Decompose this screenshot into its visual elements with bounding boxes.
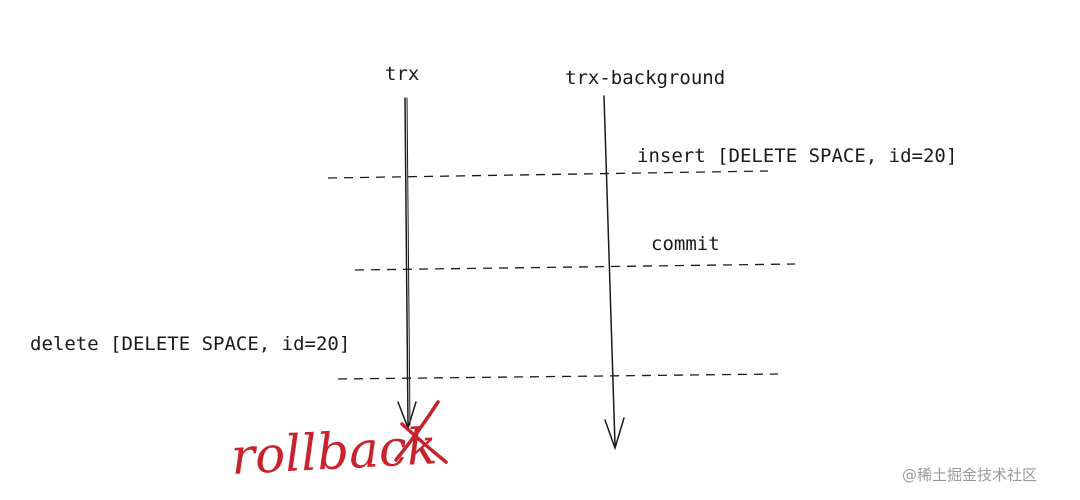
lane-title-trx: trx xyxy=(385,63,419,85)
dashed-divider-commit xyxy=(354,263,796,271)
event-delete-label: delete [DELETE SPACE, id=20] xyxy=(30,333,350,355)
lifeline-trx-background xyxy=(603,95,625,451)
dashed-divider-delete xyxy=(337,373,779,380)
lifeline-background-arrowhead xyxy=(604,417,625,451)
rollback-cross-icon xyxy=(394,400,448,464)
watermark-text: @稀土掘金技术社区 xyxy=(902,466,1037,484)
dashed-divider-insert xyxy=(327,170,769,179)
event-commit-label: commit xyxy=(651,233,720,255)
event-insert-label: insert [DELETE SPACE, id=20] xyxy=(637,145,957,167)
lane-title-trx-background: trx-background xyxy=(565,67,725,89)
